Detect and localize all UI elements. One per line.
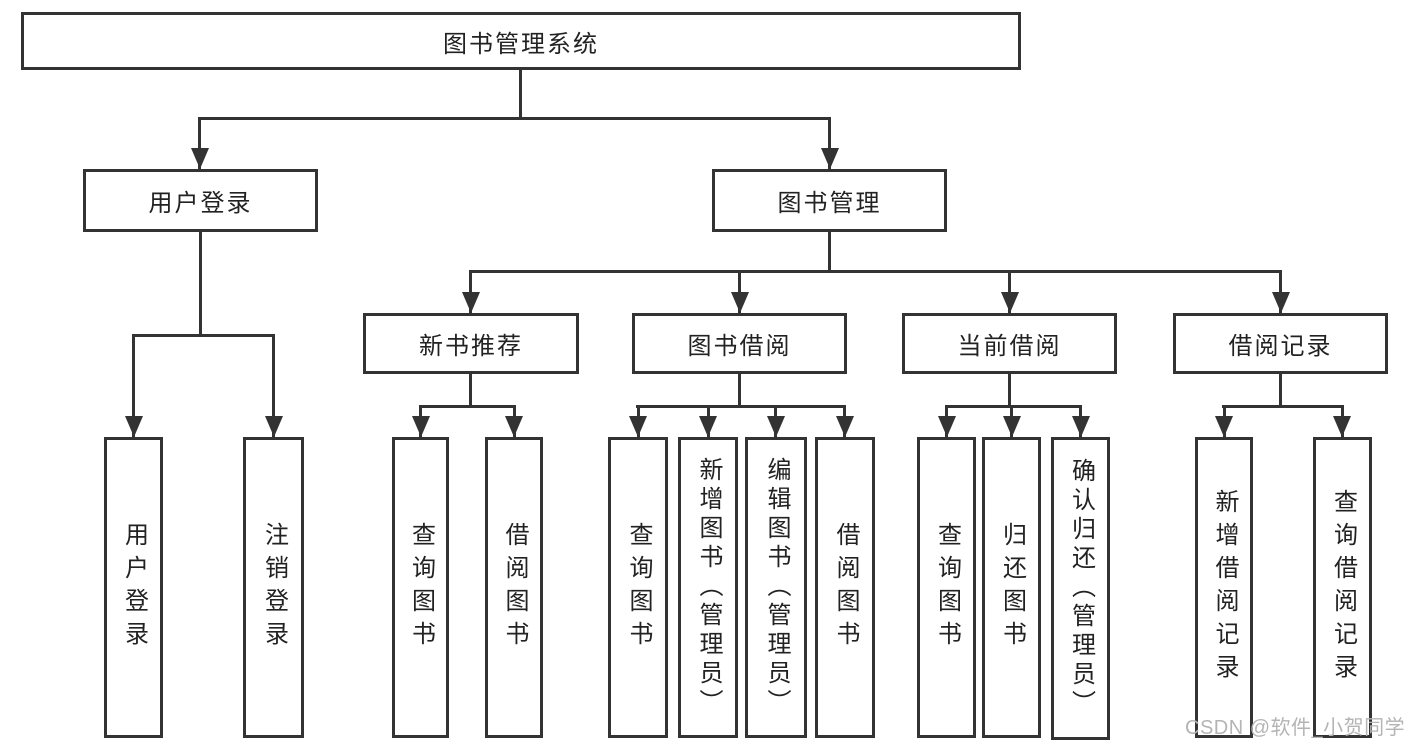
node-new-book-recommend-label: 新书推荐 bbox=[419, 333, 523, 360]
arrow-down-icon bbox=[125, 416, 143, 437]
leaf-borrow-book-recommend: 借阅图书 bbox=[485, 437, 543, 738]
connector-recommend-drop bbox=[469, 373, 472, 408]
node-borrow-records-label: 借阅记录 bbox=[1228, 333, 1333, 360]
leaf-logout-label: 注销登录 bbox=[260, 521, 288, 654]
connector-level2-bus bbox=[469, 270, 1282, 273]
arrow-down-icon bbox=[699, 416, 717, 437]
connector-login-bus bbox=[132, 334, 275, 337]
connector-stem-recommend bbox=[469, 270, 472, 313]
leaf-query-book-recommend: 查询图书 bbox=[392, 437, 449, 738]
leaf-return-book: 归还图书 bbox=[982, 437, 1041, 738]
leaf-borrow-book-recommend-label: 借阅图书 bbox=[501, 521, 528, 654]
connector-stem-management bbox=[828, 117, 831, 169]
leaf-query-book-current-label: 查询图书 bbox=[933, 521, 961, 654]
csdn-watermark: CSDN @软件_小贺同学 bbox=[1185, 717, 1405, 739]
leaf-borrow-book-label: 借阅图书 bbox=[832, 521, 859, 654]
arrow-down-icon bbox=[836, 416, 854, 437]
leaf-query-borrow-record-label: 查询借阅记录 bbox=[1329, 488, 1357, 687]
leaf-query-borrow-record: 查询借阅记录 bbox=[1313, 437, 1372, 738]
arrow-down-icon bbox=[938, 416, 956, 437]
leaf-user-login-label: 用户登录 bbox=[120, 521, 148, 654]
arrow-down-icon bbox=[1272, 292, 1290, 313]
connector-stem-current bbox=[1008, 270, 1011, 313]
connector-borrow-drop bbox=[738, 373, 741, 408]
node-book-borrow: 图书借阅 bbox=[632, 313, 847, 374]
node-new-book-recommend: 新书推荐 bbox=[363, 313, 579, 374]
arrow-down-icon bbox=[731, 292, 749, 313]
arrow-down-icon bbox=[767, 416, 785, 437]
arrow-down-icon bbox=[191, 148, 209, 169]
connector-current-bus bbox=[945, 405, 1082, 408]
leaf-user-login: 用户登录 bbox=[104, 437, 163, 738]
arrow-down-icon bbox=[821, 148, 839, 169]
arrow-down-icon bbox=[265, 416, 283, 437]
arrow-down-icon bbox=[1333, 416, 1351, 437]
connector-records-bus bbox=[1222, 405, 1344, 408]
node-book-borrow-label: 图书借阅 bbox=[687, 333, 792, 360]
node-current-borrow: 当前借阅 bbox=[902, 313, 1117, 374]
leaf-add-borrow-record-label: 新增借阅记录 bbox=[1211, 488, 1238, 687]
leaf-logout: 注销登录 bbox=[243, 437, 304, 738]
connector-stem-login-leaf2 bbox=[272, 334, 275, 437]
arrow-down-icon bbox=[462, 292, 480, 313]
node-user-login-label: 用户登录 bbox=[148, 190, 253, 217]
node-book-management: 图书管理 bbox=[712, 169, 947, 232]
arrow-down-icon bbox=[1003, 416, 1021, 437]
connector-stem-login-leaf1 bbox=[132, 334, 135, 437]
leaf-edit-book-admin: 编辑图书（管理员） bbox=[745, 437, 807, 738]
leaf-query-book-current: 查询图书 bbox=[917, 437, 976, 738]
connector-borrow-bus bbox=[636, 405, 846, 408]
connector-current-drop bbox=[1008, 373, 1011, 408]
leaf-query-book-recommend-label: 查询图书 bbox=[407, 521, 435, 654]
leaf-add-borrow-record: 新增借阅记录 bbox=[1195, 437, 1253, 738]
connector-stem-login bbox=[198, 117, 201, 169]
connector-level1-bus bbox=[198, 117, 831, 120]
node-borrow-records: 借阅记录 bbox=[1173, 313, 1388, 374]
leaf-edit-book-admin-label: 编辑图书（管理员） bbox=[763, 457, 790, 718]
node-current-borrow-label: 当前借阅 bbox=[957, 333, 1062, 360]
node-library-system-label: 图书管理系统 bbox=[443, 30, 599, 58]
leaf-query-book-borrow: 查询图书 bbox=[608, 437, 668, 738]
connector-management-drop bbox=[828, 232, 831, 273]
arrow-down-icon bbox=[412, 416, 430, 437]
connector-stem-borrow bbox=[738, 270, 741, 313]
connector-records-drop bbox=[1279, 373, 1282, 408]
connector-recommend-bus bbox=[419, 405, 516, 408]
leaf-add-book-admin-label: 新增图书（管理员） bbox=[695, 457, 722, 718]
leaf-query-book-borrow-label: 查询图书 bbox=[625, 521, 652, 654]
arrow-down-icon bbox=[505, 416, 523, 437]
node-user-login: 用户登录 bbox=[83, 169, 318, 232]
connector-stem-records bbox=[1279, 270, 1282, 313]
arrow-down-icon bbox=[1072, 416, 1090, 437]
connector-root-drop bbox=[519, 70, 522, 120]
leaf-confirm-return-admin: 确认归还（管理员） bbox=[1051, 437, 1110, 740]
leaf-add-book-admin: 新增图书（管理员） bbox=[678, 437, 738, 738]
arrow-down-icon bbox=[629, 416, 647, 437]
connector-login-drop bbox=[199, 232, 202, 337]
leaf-return-book-label: 归还图书 bbox=[998, 521, 1026, 654]
node-book-management-label: 图书管理 bbox=[777, 190, 882, 217]
node-library-system: 图书管理系统 bbox=[21, 12, 1021, 70]
arrow-down-icon bbox=[1001, 292, 1019, 313]
leaf-confirm-return-admin-label: 确认归还（管理员） bbox=[1067, 458, 1095, 719]
leaf-borrow-book: 借阅图书 bbox=[815, 437, 875, 738]
arrow-down-icon bbox=[1215, 416, 1233, 437]
